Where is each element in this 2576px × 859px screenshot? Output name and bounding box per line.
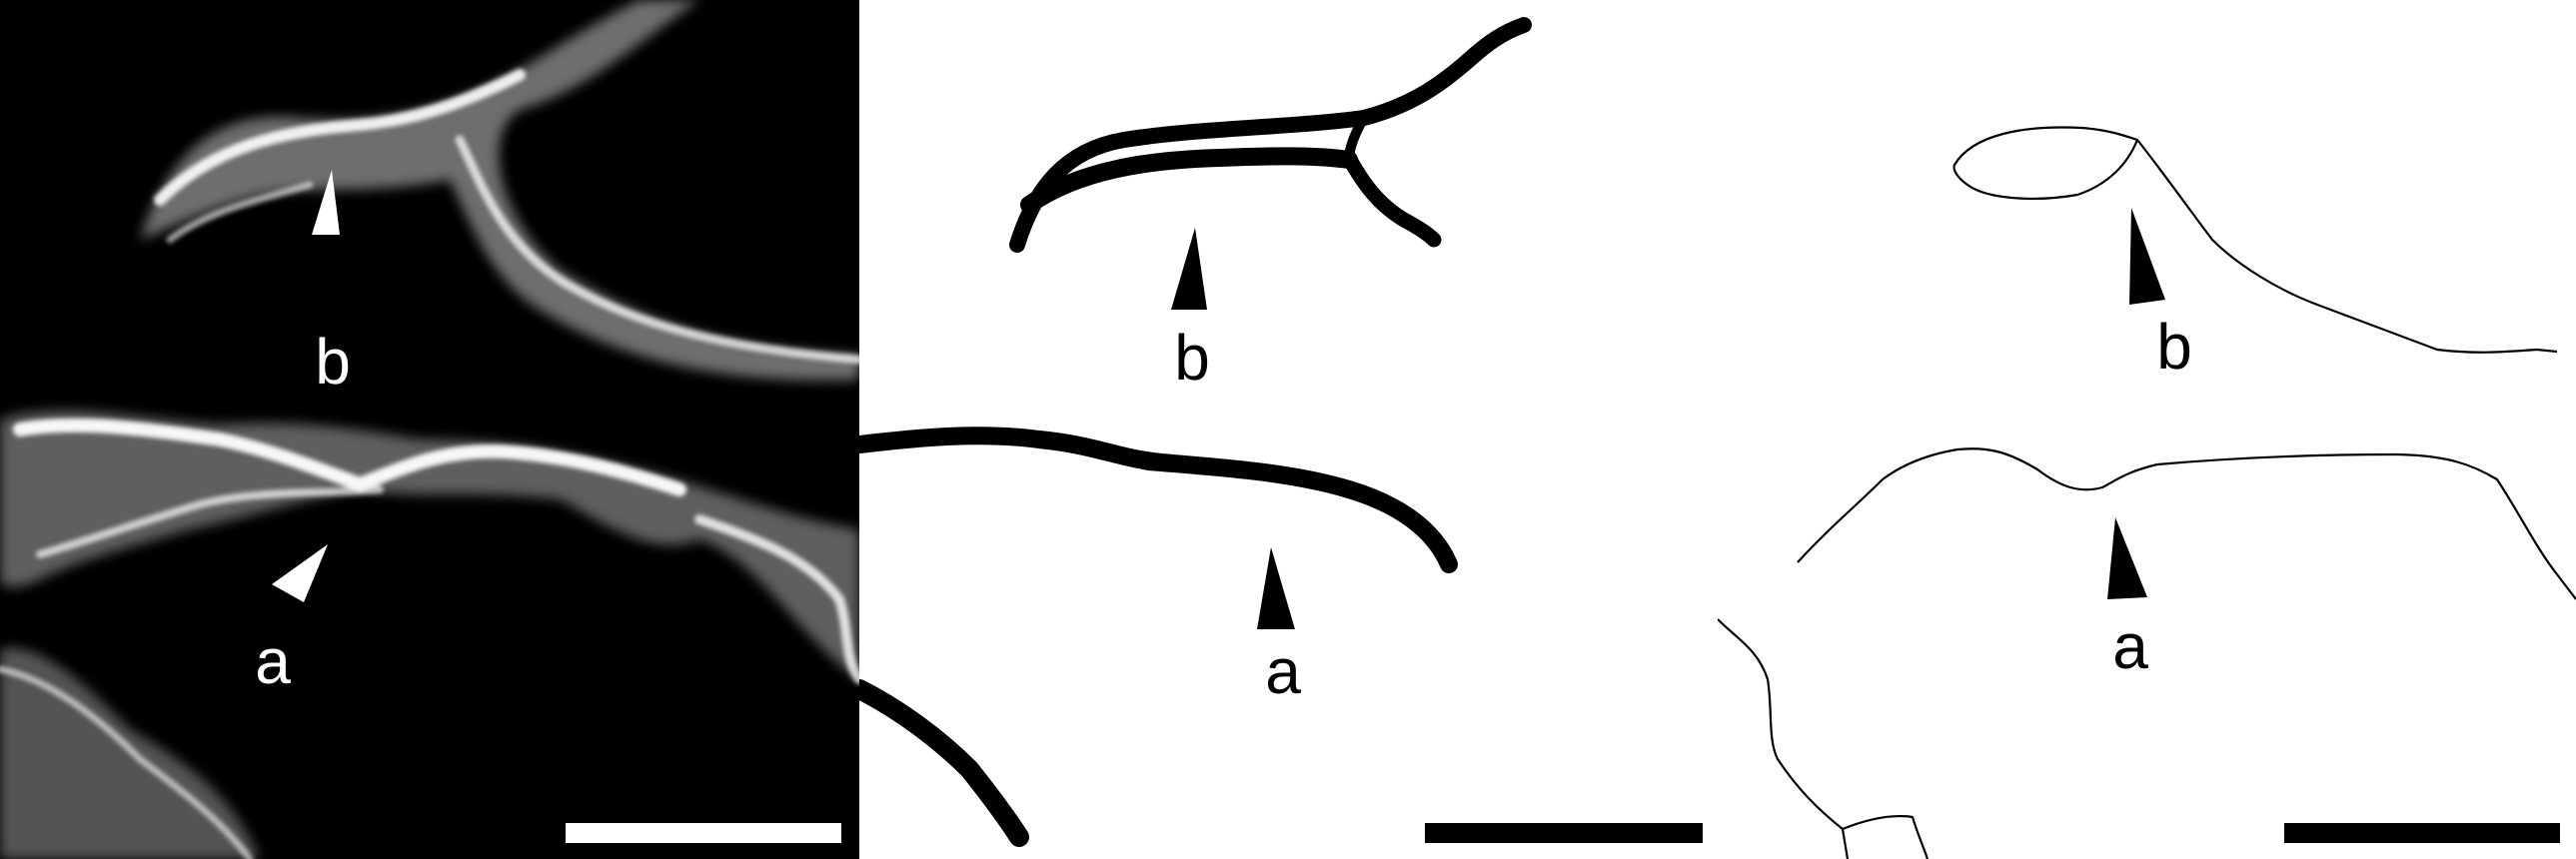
skeleton-a-main [1797, 447, 2576, 600]
arrowhead-label-a: a [2112, 610, 2148, 682]
segmentation-image [859, 17, 1532, 847]
segment-b-branch [1341, 150, 1442, 248]
arrowhead-label-b: b [1174, 322, 1210, 394]
arrowhead-b-icon [2129, 208, 2165, 305]
arrowhead-a-icon [2107, 517, 2147, 599]
scale-bar [566, 823, 841, 843]
arrowhead-label-b: b [315, 326, 351, 398]
arrowhead-a-icon [1257, 547, 1295, 629]
arrowhead-a-icon [272, 544, 328, 602]
segment-b-upper [1009, 17, 1532, 253]
skeleton-b-tail [2136, 139, 2558, 354]
skeleton-b-loop [1952, 126, 2139, 200]
skeleton-bottom-left [1718, 618, 1850, 859]
segment-bottom-left [859, 679, 1029, 847]
arrowhead-label-a: a [255, 625, 291, 697]
segment-a-thick [1083, 441, 1245, 475]
segment-b-middle [1020, 147, 1358, 214]
arrowhead-label-a: a [1265, 635, 1301, 707]
arrowhead-b-icon [1171, 228, 1207, 310]
skeleton-bottom-branch [1842, 815, 1930, 859]
segmentation-panel: b a [859, 0, 1718, 859]
skeleton-panel: b a [1718, 0, 2576, 859]
micrograph-panel: b a [0, 0, 859, 859]
skeleton-image [1718, 126, 2576, 859]
arrowhead-b-icon [312, 170, 340, 235]
micrograph-image [0, 0, 859, 859]
arrowhead-label-b: b [2156, 311, 2192, 383]
micrograph-arrowheads [272, 170, 340, 602]
scale-bar [1425, 823, 1703, 843]
segment-b-link [1344, 113, 1369, 165]
scale-bar [2284, 823, 2560, 843]
